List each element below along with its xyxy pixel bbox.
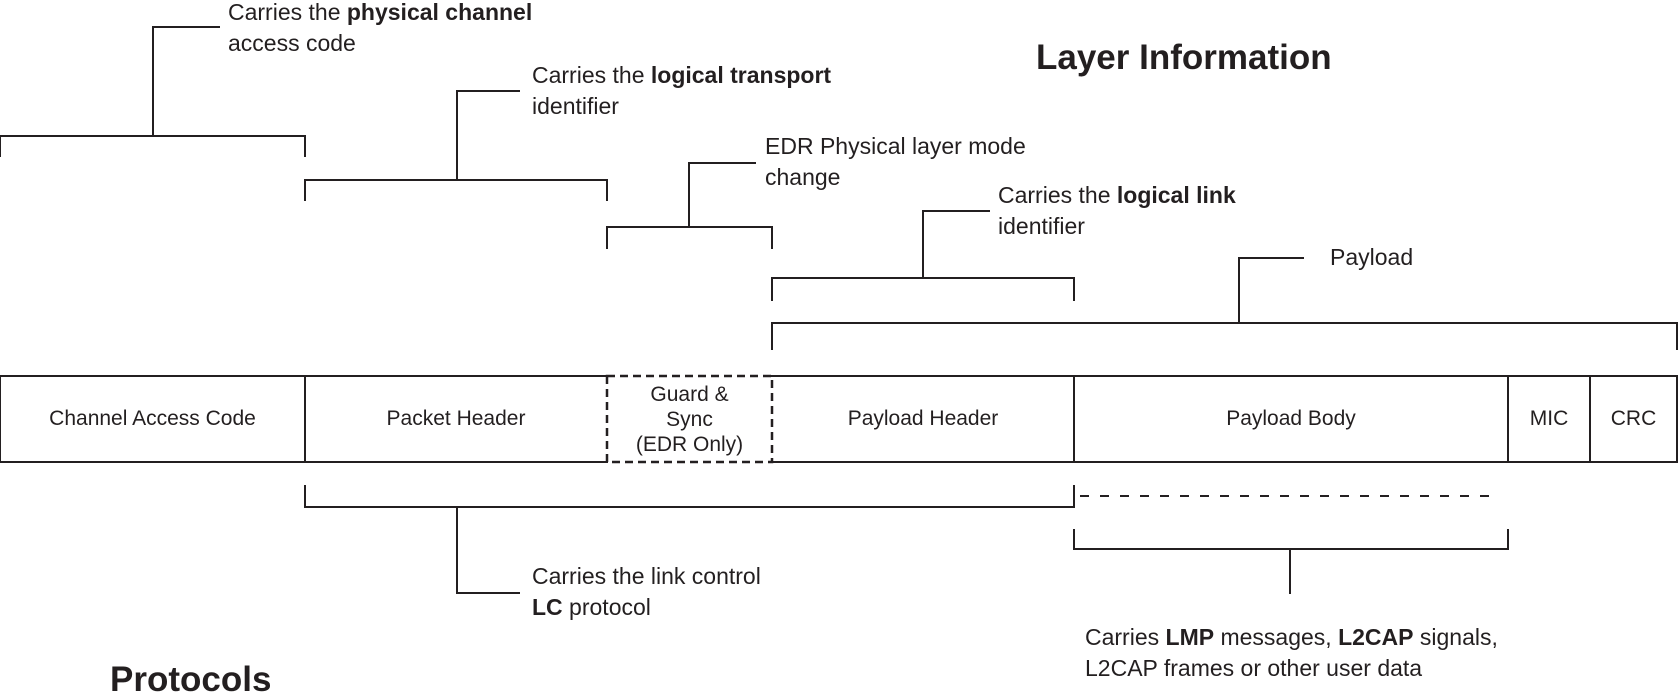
guard-sync-line: Guard & [650, 382, 729, 406]
field-payload-body: Payload Body [1226, 407, 1356, 430]
bracket-packet-header [304, 90, 608, 201]
packet-frame-right [771, 375, 1678, 463]
bracket-payload-body [1073, 529, 1509, 594]
bracket-access-code [0, 26, 306, 157]
field-payload-header: Payload Header [847, 407, 999, 430]
annotation-payload-body: Carries LMP messages, L2CAP signals, L2C… [1085, 624, 1498, 681]
annotation-payload-header: Carries the logical link identifier [998, 182, 1236, 239]
field-guard-sync: Guard & Sync (EDR Only) [607, 376, 772, 462]
field-mic: MIC [1529, 407, 1569, 430]
field-crc: CRC [1610, 407, 1657, 430]
layer-information-heading: Layer Information [1036, 38, 1332, 77]
bracket-lc-protocol [304, 485, 1075, 594]
protocols-heading: Protocols [110, 660, 272, 699]
guard-sync-line: (EDR Only) [635, 432, 744, 456]
bracket-guard-sync [606, 162, 773, 249]
bracket-payload [771, 257, 1678, 350]
annotation-lc-protocol: Carries the link control LC protocol [532, 563, 761, 620]
packet-frame-left [0, 375, 608, 463]
annotation-access-code: Carries the physical channel access code [228, 0, 533, 56]
guard-sync-line: Sync [666, 407, 713, 431]
annotation-packet-header: Carries the logical transport identifier [532, 62, 832, 119]
annotation-guard-sync: EDR Physical layer mode change [765, 133, 1026, 190]
bracket-payload-header [771, 210, 1075, 301]
guard-sync-dashed-box [605, 374, 774, 464]
field-packet-header: Packet Header [386, 407, 526, 430]
annotation-payload: Payload [1330, 244, 1414, 270]
field-channel-access-code: Channel Access Code [49, 407, 256, 430]
